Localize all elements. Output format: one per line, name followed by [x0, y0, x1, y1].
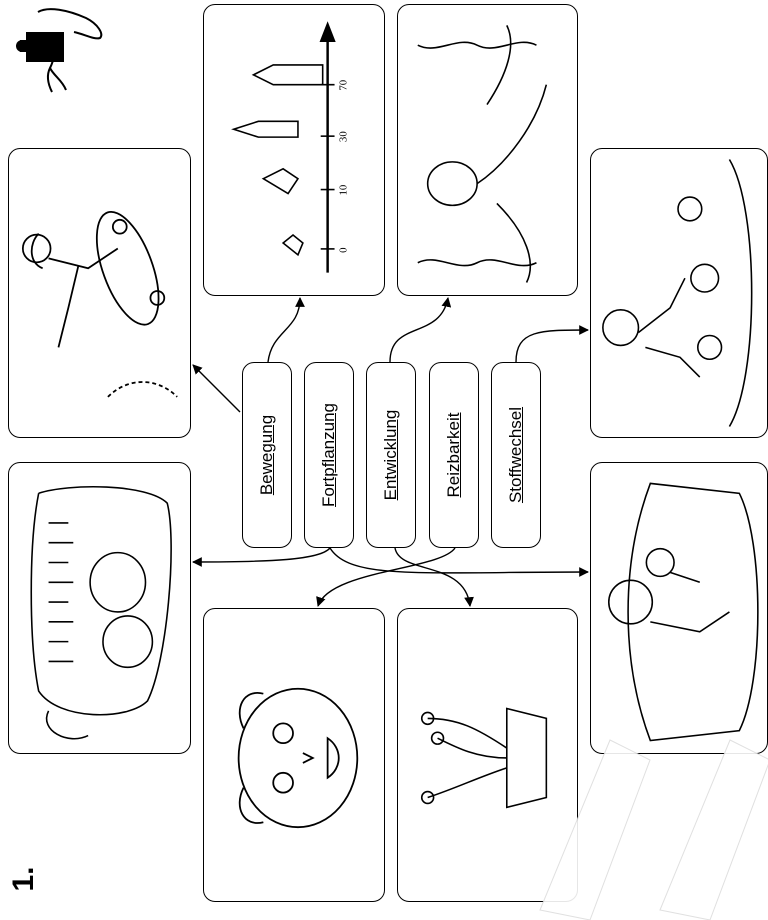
weight-hand-icon — [8, 4, 108, 100]
exercise-number: 1. — [4, 858, 44, 900]
card-skateboard — [8, 148, 191, 438]
card-mother-baby — [590, 462, 768, 754]
watermark-shape — [520, 720, 768, 920]
age-tick-10: 10 — [337, 184, 349, 195]
card-startled-face — [203, 608, 385, 902]
card-age-scale: 0 10 30 70 — [203, 4, 385, 296]
age-tick-30: 30 — [337, 131, 349, 142]
term-stoffwechsel: Stoffwechsel — [491, 362, 541, 548]
term-reizbarkeit: Reizbarkeit — [429, 362, 479, 548]
term-entwicklung: Entwicklung — [366, 362, 416, 548]
term-fortpflanzung: Fortpflanzung — [304, 362, 354, 548]
age-tick-70: 70 — [337, 79, 349, 90]
card-cat-kittens — [8, 462, 191, 754]
term-bewegung: Bewegung — [242, 362, 292, 548]
age-tick-0: 0 — [337, 247, 349, 253]
card-eating — [590, 148, 768, 438]
card-swimmer — [397, 4, 578, 296]
